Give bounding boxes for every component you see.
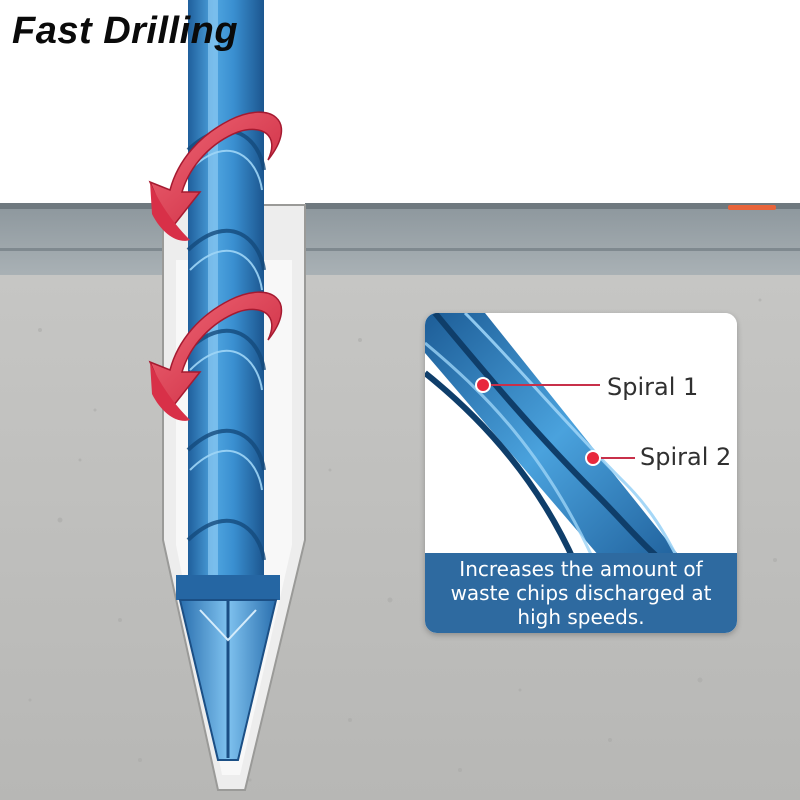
- tile-seam-left: [0, 248, 163, 251]
- drill-bit-collar: [176, 575, 280, 600]
- callout-spiral-1: Spiral 1: [607, 373, 699, 401]
- page-title: Fast Drilling: [12, 10, 239, 52]
- closeup-spiral-highlight-2: [425, 341, 597, 564]
- rotation-arrow-icon: [148, 111, 283, 241]
- tile-seam-right: [305, 248, 800, 251]
- tile-top-edge-right: [305, 203, 800, 209]
- closeup-spiral-1: [432, 313, 667, 566]
- drill-bit-spiral-highlights: [189, 149, 263, 491]
- callout-spiral-2: Spiral 2: [640, 443, 732, 471]
- drill-bit-tip-facet: [199, 609, 257, 642]
- tile-top-edge-left: [0, 203, 163, 209]
- dot-marker-icon: [475, 377, 491, 393]
- concrete-texture: [28, 298, 777, 782]
- rotation-arrow-icon: [148, 291, 283, 421]
- caption-text: Increases the amount of waste chips disc…: [450, 557, 712, 629]
- accent-dash: [728, 205, 776, 210]
- spiral-detail-card: Spiral 1 Spiral 2 Increases the amount o…: [425, 313, 737, 633]
- tile-surface-right: [305, 205, 800, 275]
- caption-banner: Increases the amount of waste chips disc…: [425, 553, 737, 633]
- dot-marker-icon: [585, 450, 601, 466]
- tile-surface-left: [0, 205, 163, 275]
- closeup-spiral-2: [425, 370, 578, 565]
- closeup-spiral-highlight: [463, 313, 682, 564]
- drill-bit-highlight: [208, 0, 218, 590]
